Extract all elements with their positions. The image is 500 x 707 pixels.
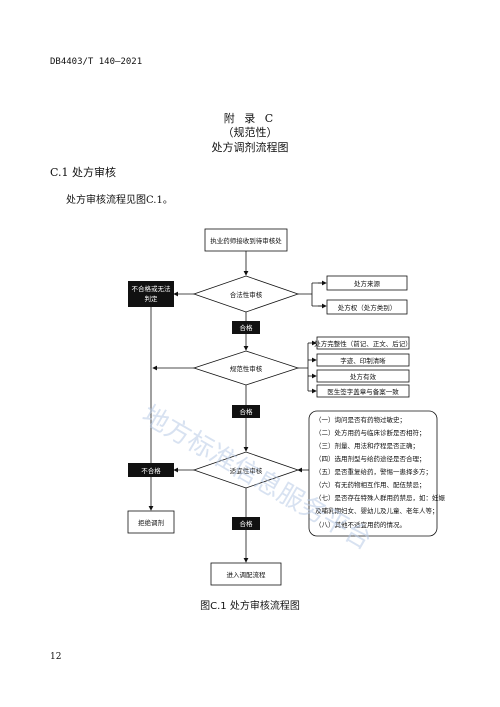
figure-caption: 图C.1 处方审核流程图 [200,601,300,612]
suitability-item: （三）剂量、用法和疗程是否正确； [315,441,419,450]
fail-label-1a: 不合格或无法 [132,284,172,293]
end-box [210,562,282,586]
standard-item-box [316,353,410,367]
legality-label: 合法性审核 [230,290,263,299]
suitability-item: （一）询问是否有药物过敏史； [315,415,406,424]
reject-label: 拒绝调剂 [138,518,164,527]
fail-label-2: 不合格 [141,466,161,475]
fail-label-1b: 判定 [145,294,159,303]
fail-box-2 [128,463,174,477]
pass-badge-3 [232,517,260,530]
standard-item-box [316,384,410,398]
reject-box [127,510,175,534]
suitability-item: （八）其他不适宜用药的情况。 [315,520,406,529]
standard-label: 规范性审核 [230,364,263,373]
end-label: 进入调配流程 [227,570,267,579]
appendix-title: 附 录 C [223,112,277,125]
document-code: DB4403/T 140—2021 [50,57,143,67]
suitability-criteria-box [308,410,438,537]
suitability-label: 适宜性审核 [230,466,263,475]
suitability-item: （六）有无药物相互作用、配伍禁忌； [315,480,426,489]
pass-badge-2 [232,405,260,418]
suitability-item: （四）选用剂型与给药途径是否合理； [315,454,426,463]
standard-item-box [316,336,410,350]
suitability-item: （七）是否存在特殊人群用药禁忌，如：妊娠 [315,493,446,502]
section-heading: C.1 处方审核 [50,166,117,179]
appendix-nature: （规范性） [222,126,278,139]
standard-item-box [316,369,410,383]
pass-badge-1 [232,321,260,334]
standard-item: 医生签字盖章与备案一致 [327,387,399,396]
section-paragraph: 处方审核流程见图C.1。 [66,195,173,206]
fail-box-1 [128,281,174,307]
standard-item: 处方完整性（前记、正文、后记） [314,339,412,348]
legality-item: 处方权（处方类别） [338,303,397,312]
legality-item-box [326,299,408,315]
legality-item-box [326,275,408,291]
pass-label-2: 合格 [240,407,254,416]
standard-item: 处方有效 [350,372,377,381]
standard-item: 字迹、印制清晰 [340,356,386,365]
legality-item: 处方来源 [354,279,381,288]
suitability-item: （五）是否重复给药，警惕一患择多方； [315,467,432,476]
appendix-name: 处方调剂流程图 [211,141,289,154]
suitability-item: 及哺乳期妇女、婴幼儿及儿童、老年人等； [315,506,439,515]
suitability-item: （二）处方用药与临床诊断是否相符； [315,428,426,437]
page-number: 12 [50,652,62,662]
pass-label-3: 合格 [240,519,254,528]
start-label: 执业药师接收到待审核处 [210,236,282,245]
pass-label-1: 合格 [240,323,254,332]
